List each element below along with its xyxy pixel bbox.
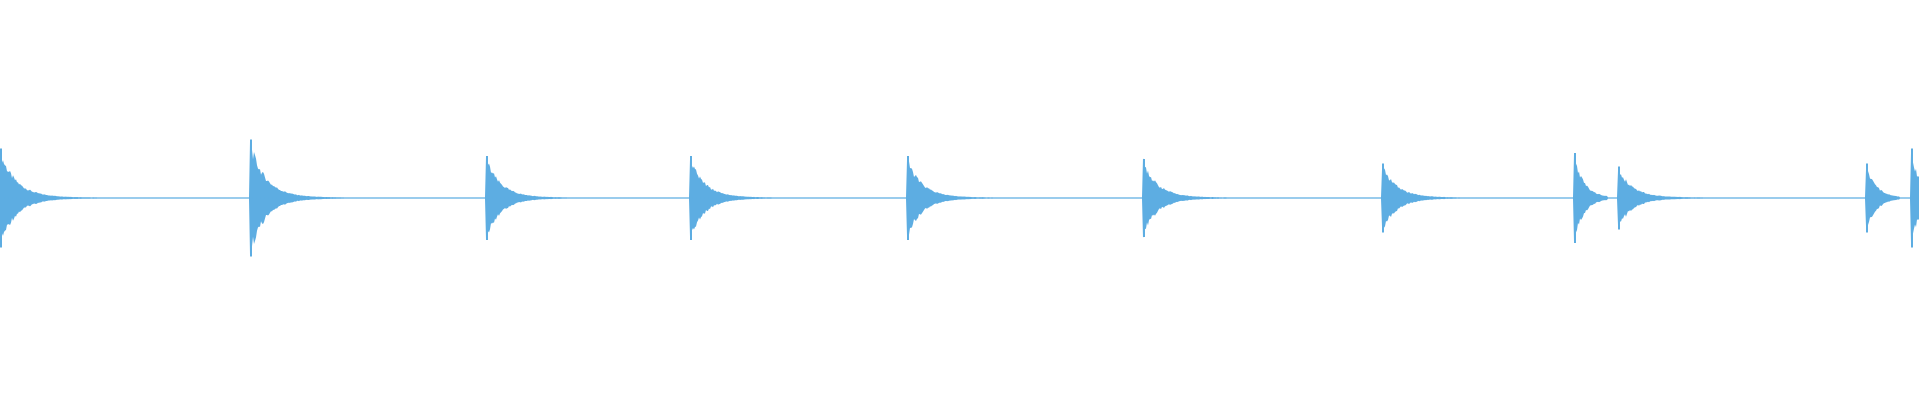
waveform-amplitude-envelope (0, 141, 1919, 255)
waveform-peaks (0, 139, 1920, 257)
